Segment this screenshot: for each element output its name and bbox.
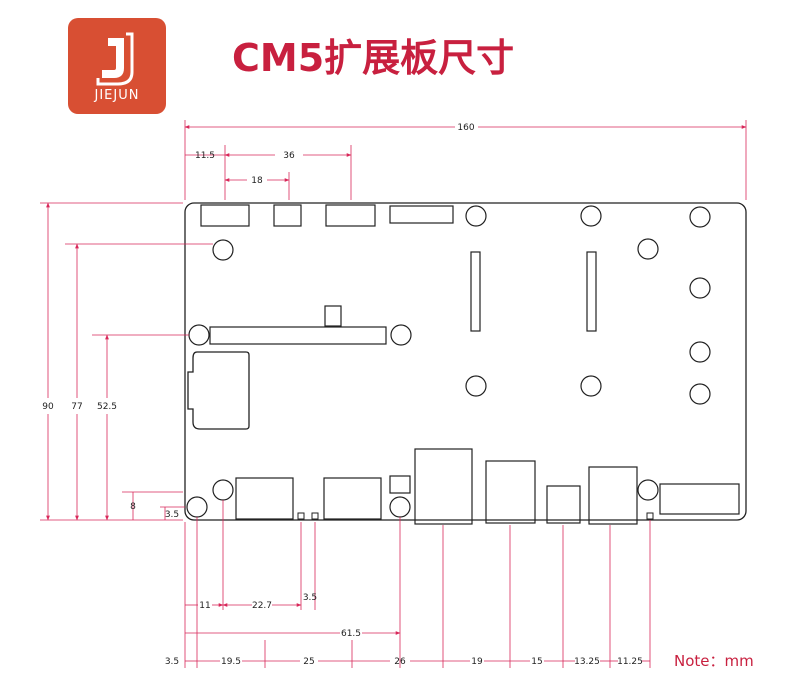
top-header (389, 205, 454, 224)
top-connector-2 (273, 204, 302, 227)
mount-hole (637, 479, 659, 501)
mount-hole (689, 383, 711, 405)
dim-bottom-19-5: 19.5 (221, 657, 241, 667)
dim-left-77: 77 (71, 402, 82, 412)
sd-card-slot (187, 351, 250, 430)
j-mark-icon (96, 32, 134, 86)
dim-bottom-11-25: 11.25 (617, 657, 643, 667)
mount-hole (580, 205, 602, 227)
dim-top-total: 160 (457, 123, 474, 133)
page-title: CM5扩展板尺寸 (232, 36, 515, 80)
vertical-slot-1 (470, 251, 481, 332)
top-connector-1 (200, 204, 250, 227)
mount-hole (689, 277, 711, 299)
ethernet-port (414, 448, 473, 525)
dim-top-b: 36 (283, 151, 295, 161)
dim-bottom-19: 19 (471, 657, 483, 667)
dim-bottom-22-7: 22.7 (252, 601, 272, 611)
cm5-connector (209, 326, 387, 345)
small-button (389, 475, 411, 494)
usb-c-port (546, 485, 581, 524)
led-1 (297, 512, 305, 520)
dim-left-90: 90 (42, 402, 54, 412)
logo-text: JIEJUN (94, 88, 140, 103)
mount-hole (212, 479, 234, 501)
mount-hole (465, 205, 487, 227)
dim-left-8: 8 (130, 502, 136, 512)
dim-bottom-13-25: 13.25 (574, 657, 600, 667)
mount-hole (580, 375, 602, 397)
usb-port-2 (588, 466, 638, 525)
mount-hole (637, 238, 659, 260)
mount-hole (186, 496, 208, 518)
board-outline (184, 202, 747, 521)
bottom-port-2 (323, 477, 382, 520)
mount-hole (465, 375, 487, 397)
bottom-port-1 (235, 477, 294, 520)
jiejun-logo: JIEJUN (68, 18, 166, 114)
dim-left-52-5: 52.5 (97, 402, 117, 412)
dim-bottom-11: 11 (199, 601, 210, 611)
dim-bottom-3-5-mid: 3.5 (303, 593, 317, 603)
unit-note: Note：mm (674, 652, 754, 670)
mount-hole (390, 324, 412, 346)
mount-hole (389, 496, 411, 518)
dim-top-c: 18 (251, 176, 263, 186)
small-switch (324, 305, 342, 327)
bottom-header (659, 483, 740, 515)
dim-bottom-15: 15 (531, 657, 542, 667)
dim-left-3-5: 3.5 (165, 510, 179, 520)
usb-port-1 (485, 460, 536, 524)
led-3 (646, 512, 654, 520)
vertical-slot-2 (586, 251, 597, 332)
mount-hole (212, 239, 234, 261)
dim-bottom-25: 25 (303, 657, 314, 667)
dim-bottom-3-5: 3.5 (165, 657, 179, 667)
led-2 (311, 512, 319, 520)
mount-hole (188, 324, 210, 346)
top-connector-3 (325, 204, 376, 227)
mount-hole (689, 206, 711, 228)
mount-hole (689, 341, 711, 363)
dimension-lines (40, 120, 747, 668)
dim-top-a: 11.5 (195, 151, 215, 161)
dim-bottom-61-5: 61.5 (341, 629, 361, 639)
dim-bottom-26: 26 (394, 657, 406, 667)
